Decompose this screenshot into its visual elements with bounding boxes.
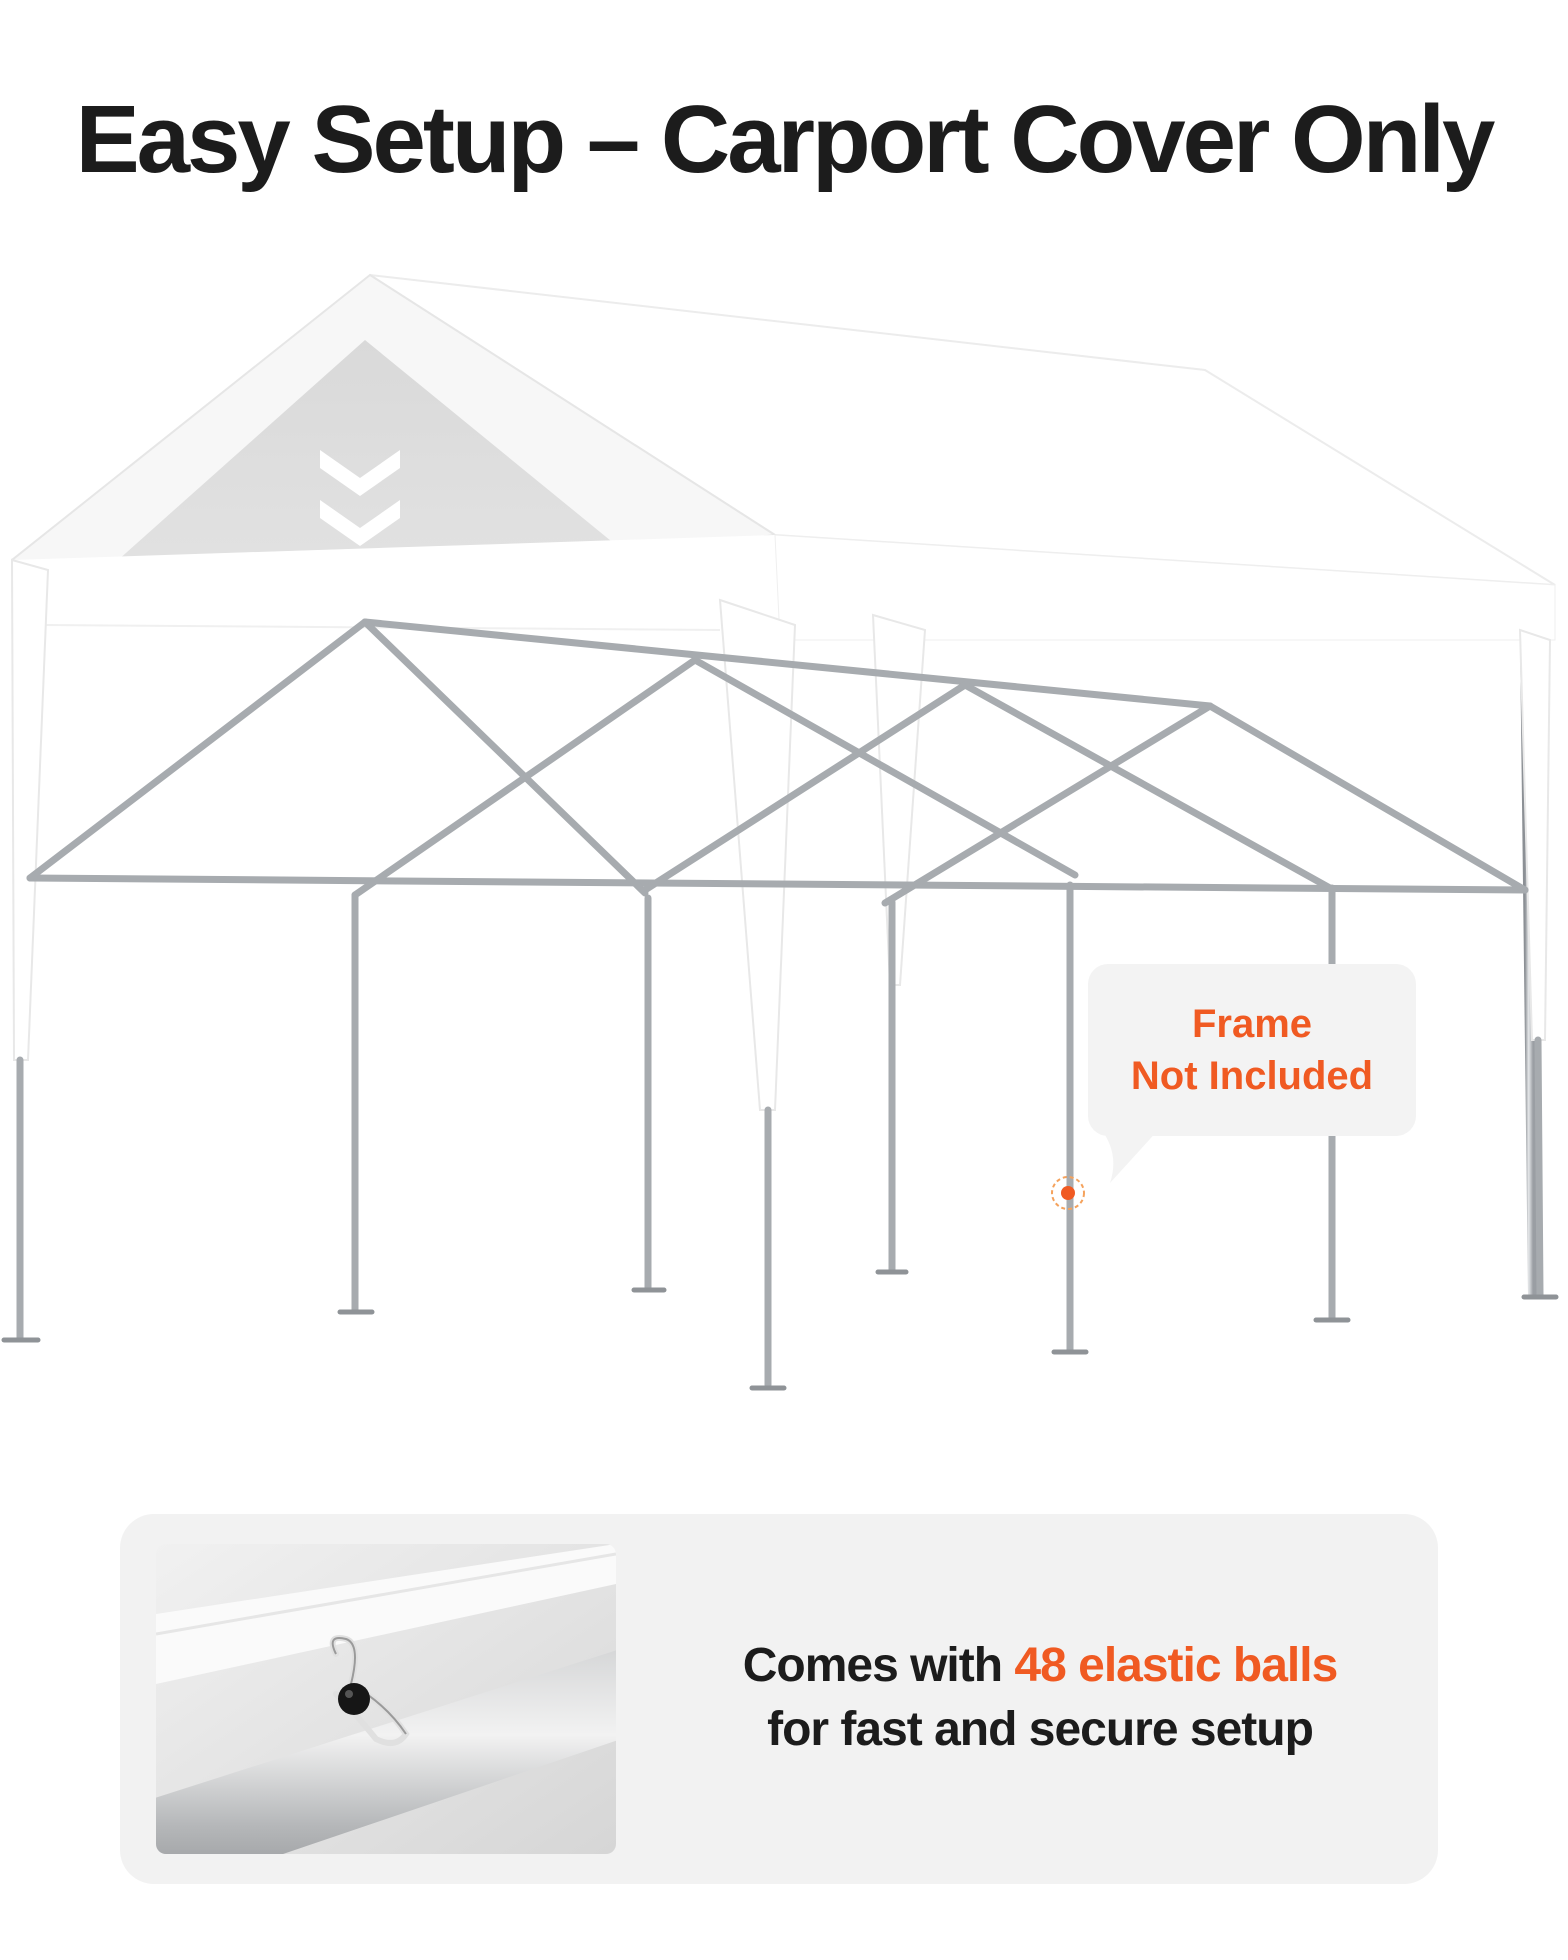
chevron-down-icon [320, 500, 400, 546]
callout-line-2: Not Included [1130, 1054, 1374, 1098]
canopy-cover [10, 273, 1556, 641]
location-marker-icon [1051, 1176, 1085, 1210]
feature-text-after: for fast and secure setup [767, 1703, 1314, 1756]
frame-not-included-callout: Frame Not Included [1088, 964, 1416, 1136]
carport-illustration [1, 273, 1559, 1391]
callout-tail [1100, 1128, 1160, 1183]
feature-description: Comes with 48 elastic balls for fast and… [680, 1634, 1400, 1762]
leg-sleeves [10, 558, 1552, 1111]
elastic-ball-photo [156, 1544, 616, 1854]
chevron-down-icon [320, 450, 400, 496]
carport-frame [16, 618, 1544, 1389]
feature-panel: Comes with 48 elastic balls for fast and… [120, 1514, 1438, 1884]
page-title: Easy Setup – Carport Cover Only [75, 86, 1496, 193]
feature-text-before: Comes with [742, 1639, 1015, 1692]
elastic-ball-closeup [156, 1544, 616, 1854]
callout-line-1: Frame [1191, 1002, 1313, 1046]
foot-plates [1, 1269, 1559, 1391]
chevron-group [320, 450, 400, 596]
feature-highlight: 48 elastic balls [1014, 1639, 1338, 1692]
chevron-down-icon [320, 550, 400, 596]
